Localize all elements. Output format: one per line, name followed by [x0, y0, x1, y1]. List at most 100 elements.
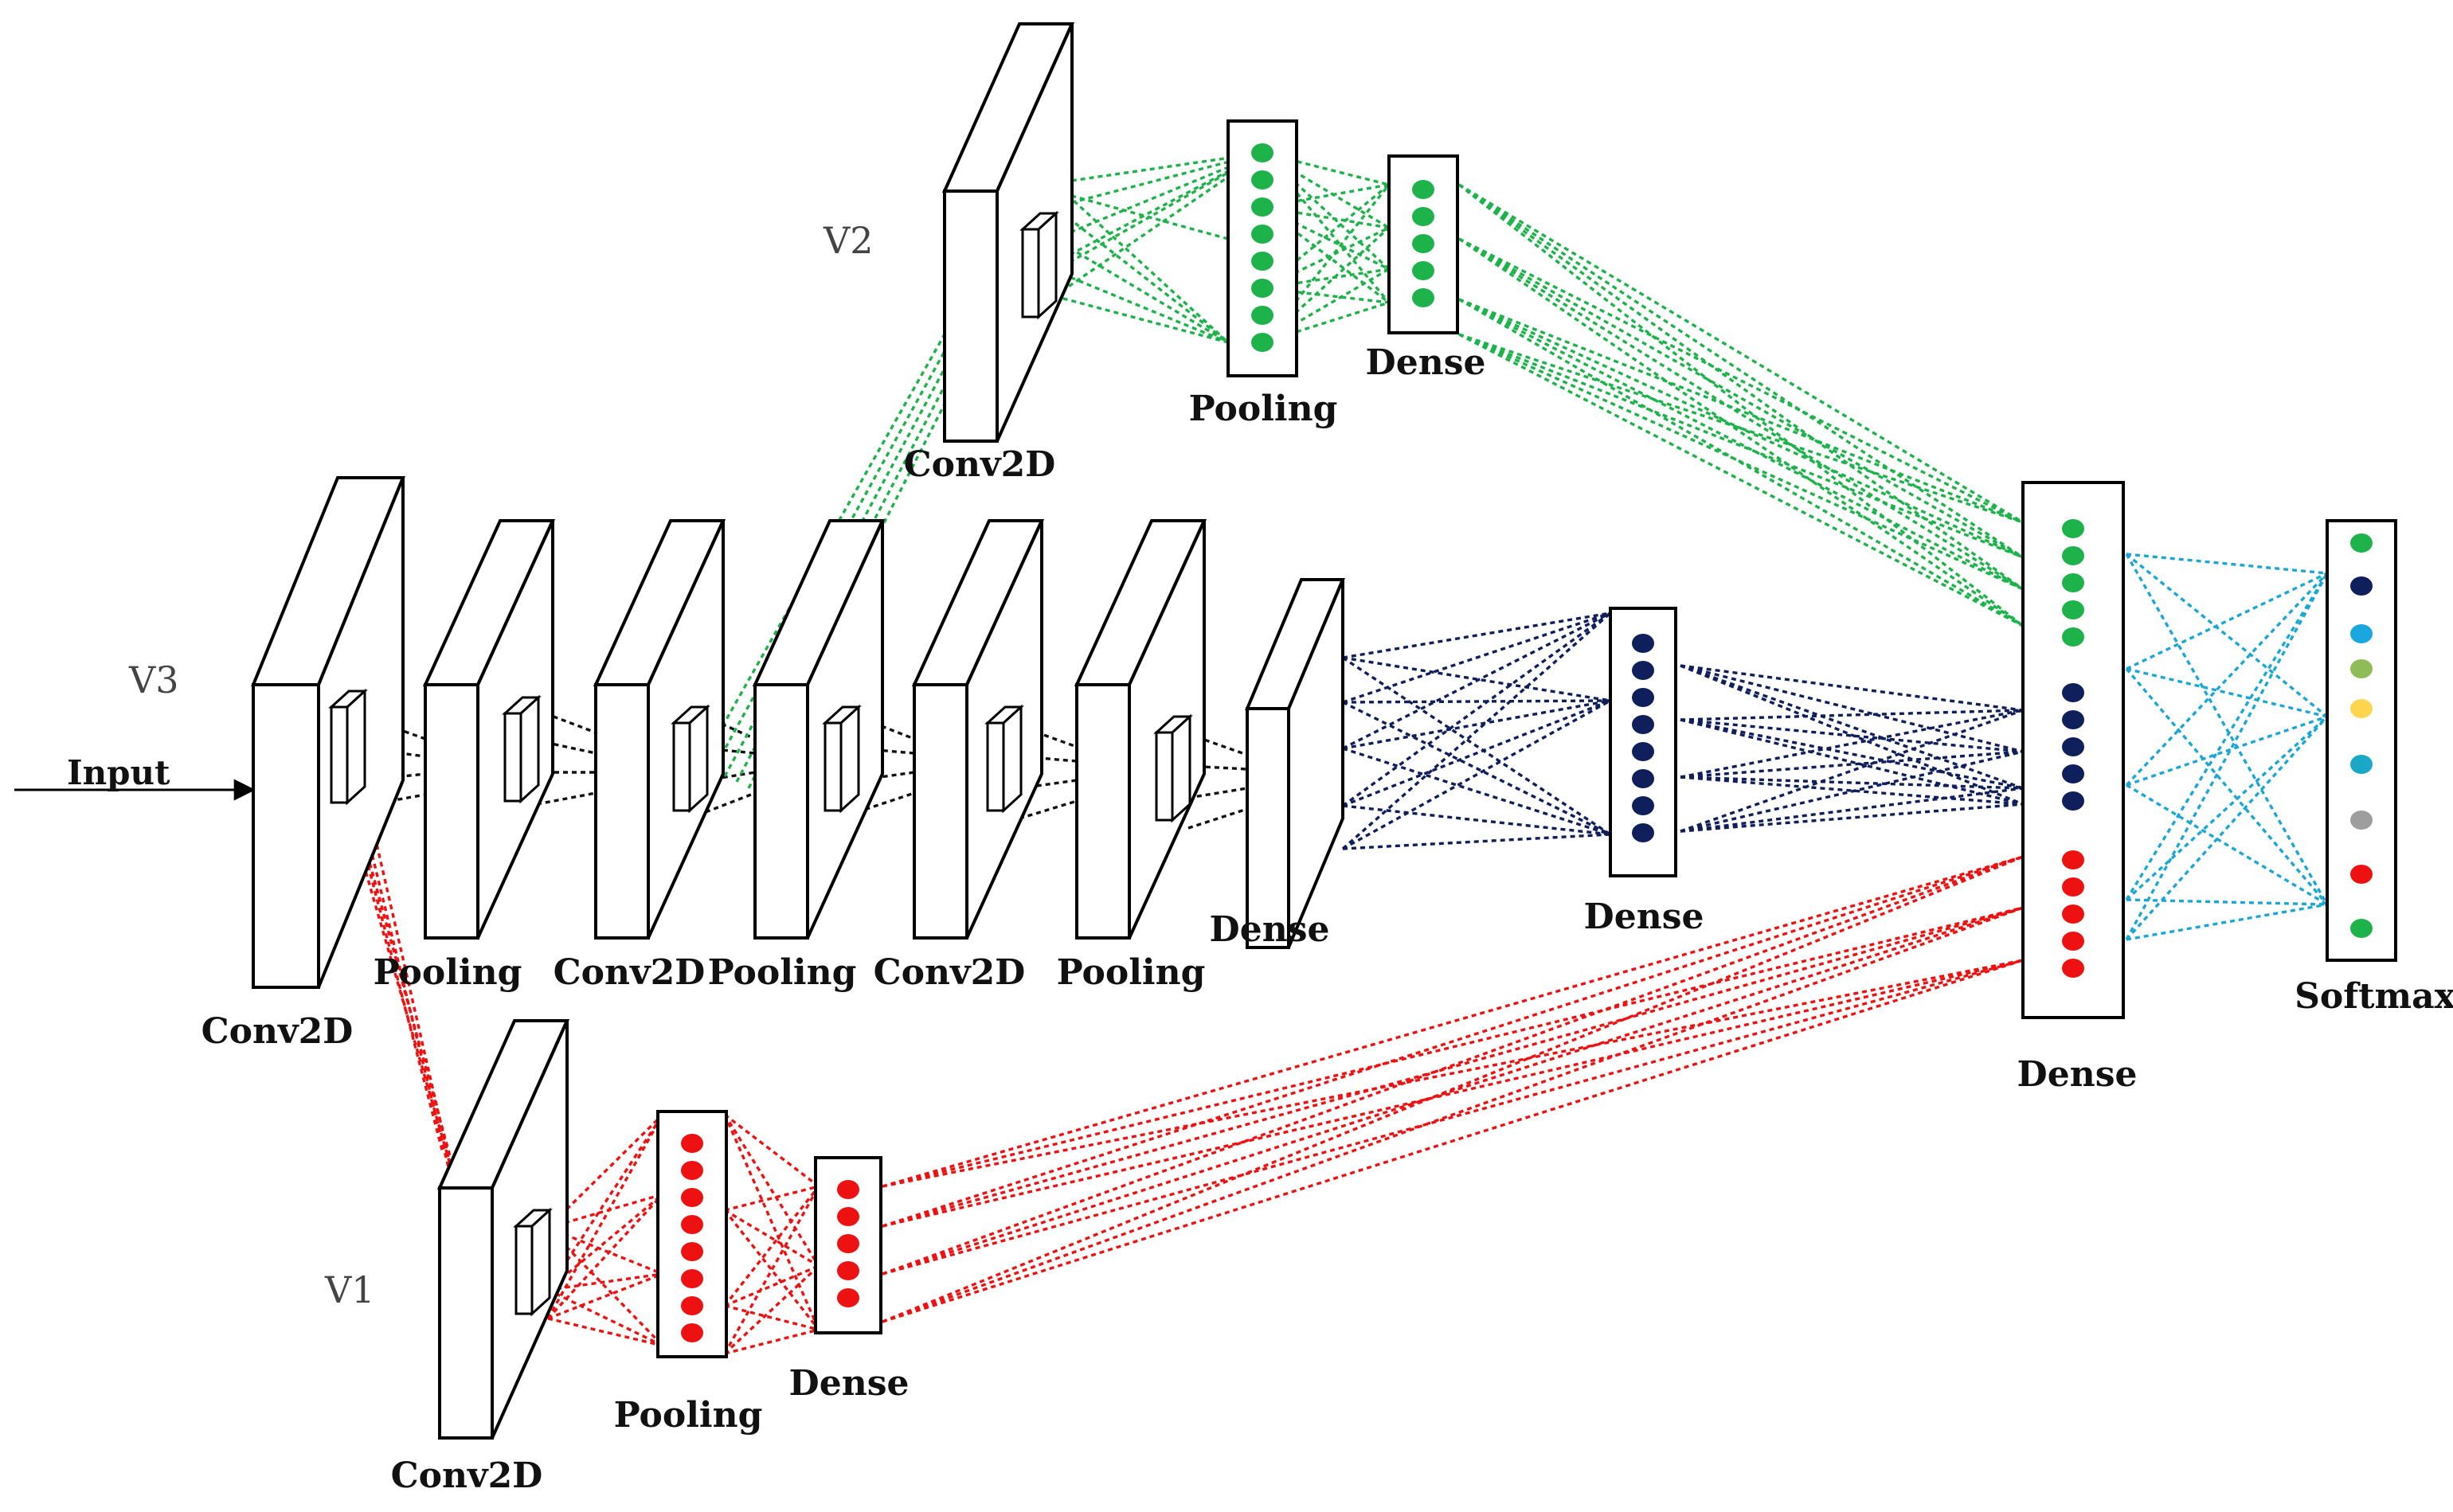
v2-link	[1458, 237, 2024, 627]
v3-conv2d-block-3	[911, 519, 1045, 940]
v2-conv2d-block	[941, 22, 1075, 443]
v2-conv2d-block-kernel-front	[1021, 228, 1040, 318]
v3-dense-column-2-node	[1632, 823, 1654, 842]
v2-link	[1458, 237, 2024, 524]
v3-dense-link	[1342, 701, 1611, 836]
output-connections	[2125, 553, 2329, 941]
layer-label-v3-pooling-1: Pooling	[374, 952, 522, 993]
layer-label-v1-dense: Dense	[789, 1363, 910, 1404]
v1-link	[882, 855, 2024, 1276]
v2-link	[1458, 333, 2024, 559]
layer-label-v2-conv2d: Conv2D	[904, 444, 1056, 485]
v3-conv2d-block-2-kernel-front	[672, 721, 691, 812]
v3-dense-link	[1342, 699, 1611, 750]
v1-link	[352, 803, 470, 1224]
v3-conv2d-block-1-front	[252, 683, 320, 989]
v3-pooling-block-2-front	[753, 683, 809, 940]
v3-conv-link	[1019, 799, 1078, 820]
v1-link	[882, 906, 2024, 1276]
v3-conv2d-block-2	[593, 519, 726, 940]
v1-link	[723, 1264, 820, 1355]
v1-link	[882, 959, 2024, 1276]
node-columns	[656, 119, 2397, 1358]
merge-dense-column-node	[2062, 764, 2084, 783]
v3-dense-link	[1680, 664, 2024, 806]
v3-dense-link	[1342, 699, 1611, 807]
merge-dense-column-node	[2062, 959, 2084, 978]
v3-dense-link	[1680, 750, 2024, 779]
v3-dense-column-2-node	[1632, 634, 1654, 653]
v2-pooling-column	[1226, 119, 1298, 377]
output-link	[2126, 783, 2328, 906]
v3-dense-link	[1342, 611, 1611, 750]
v3-dense-link	[1680, 776, 2024, 806]
v3-conv2d-block-2-kernel-side	[688, 704, 709, 814]
v3-dense-link	[1680, 803, 2024, 833]
v1-link	[723, 1186, 820, 1354]
v1-pooling-column-node	[681, 1161, 703, 1180]
merge-dense-column-node	[2062, 546, 2084, 565]
v3-dense-column-2-node	[1632, 742, 1654, 761]
v3-conv2d-block-3-kernel-front	[986, 721, 1005, 812]
v3-dense-link	[1680, 709, 2024, 779]
v2-dense-column-node	[1412, 180, 1434, 199]
v2-link	[735, 367, 956, 783]
v1-conv2d-block	[436, 1019, 570, 1440]
v1-conv2d-block-kernel-side	[530, 1207, 551, 1317]
v3-dense-column-2-node	[1632, 796, 1654, 815]
softmax-column-node	[2350, 624, 2373, 643]
v1-link	[882, 959, 2024, 1323]
v3-dense-link	[1680, 664, 2024, 712]
layer-blocks	[251, 22, 1346, 1440]
v2-link	[1262, 151, 1391, 304]
v1-pooling-column	[656, 1110, 728, 1358]
layer-label-v1-conv2d: Conv2D	[391, 1455, 543, 1496]
output-link	[2126, 553, 2328, 575]
v3-pooling-block-1-kernel-front	[503, 712, 522, 803]
v3-dense-link	[1680, 776, 2024, 790]
v3-dense-block-1	[1244, 578, 1346, 949]
v3-dense-block-1-front	[1246, 707, 1290, 949]
v2-dense-column-node	[1412, 288, 1434, 307]
v2-link	[1054, 295, 1229, 344]
layer-label-v3-pooling-3: Pooling	[1057, 952, 1206, 993]
v3-dense-link	[1680, 664, 2024, 753]
v2-link	[1054, 189, 1229, 240]
v3-dense-link	[1342, 611, 1611, 704]
output-link	[2126, 715, 2328, 787]
v3-dense-link	[1342, 656, 1611, 702]
merge-dense-column-node	[2062, 600, 2084, 619]
v1-link	[724, 1185, 820, 1212]
v3-dense-link	[1342, 833, 1611, 850]
merge-dense-column-node	[2062, 850, 2084, 869]
v2-dense-column	[1387, 154, 1459, 334]
v2-link	[1053, 182, 1230, 344]
v2-link	[1458, 237, 2024, 559]
v2-link	[711, 345, 949, 772]
output-link	[2126, 903, 2328, 941]
v2-dense-column-node	[1412, 207, 1434, 226]
v3-pooling-block-2	[752, 519, 886, 940]
merge-dense-column-node	[2062, 932, 2084, 951]
v1-link	[882, 906, 2024, 1323]
merge-dense-column-node	[2062, 683, 2084, 702]
v2-pooling-column-node	[1251, 306, 1273, 325]
v2-link	[1458, 298, 2024, 627]
v3-dense-link	[1680, 787, 2024, 833]
v1-conv2d-block-kernel-front	[514, 1225, 534, 1315]
v3-conv2d-block-3-kernel-side	[1002, 704, 1023, 814]
v2-link	[1262, 226, 1390, 290]
v2-link	[1458, 183, 2024, 591]
v3-dense-link	[1680, 718, 2024, 806]
v3-conv2d-block-3-kernel	[984, 704, 1024, 814]
v1-link	[882, 855, 2024, 1323]
softmax-column-node	[2350, 699, 2373, 718]
v1-dense-column-node	[837, 1180, 859, 1199]
v3-pooling-block-3	[1074, 519, 1207, 940]
v2-conv2d-block-kernel-side	[1037, 210, 1058, 320]
layer-label-softmax: Softmax	[2295, 976, 2453, 1017]
v3-conv-link	[1187, 787, 1248, 799]
v1-pooling-column-node	[681, 1323, 703, 1342]
v3-pooling-block-1-kernel-side	[519, 694, 540, 804]
v3-dense-link	[1342, 699, 1611, 850]
